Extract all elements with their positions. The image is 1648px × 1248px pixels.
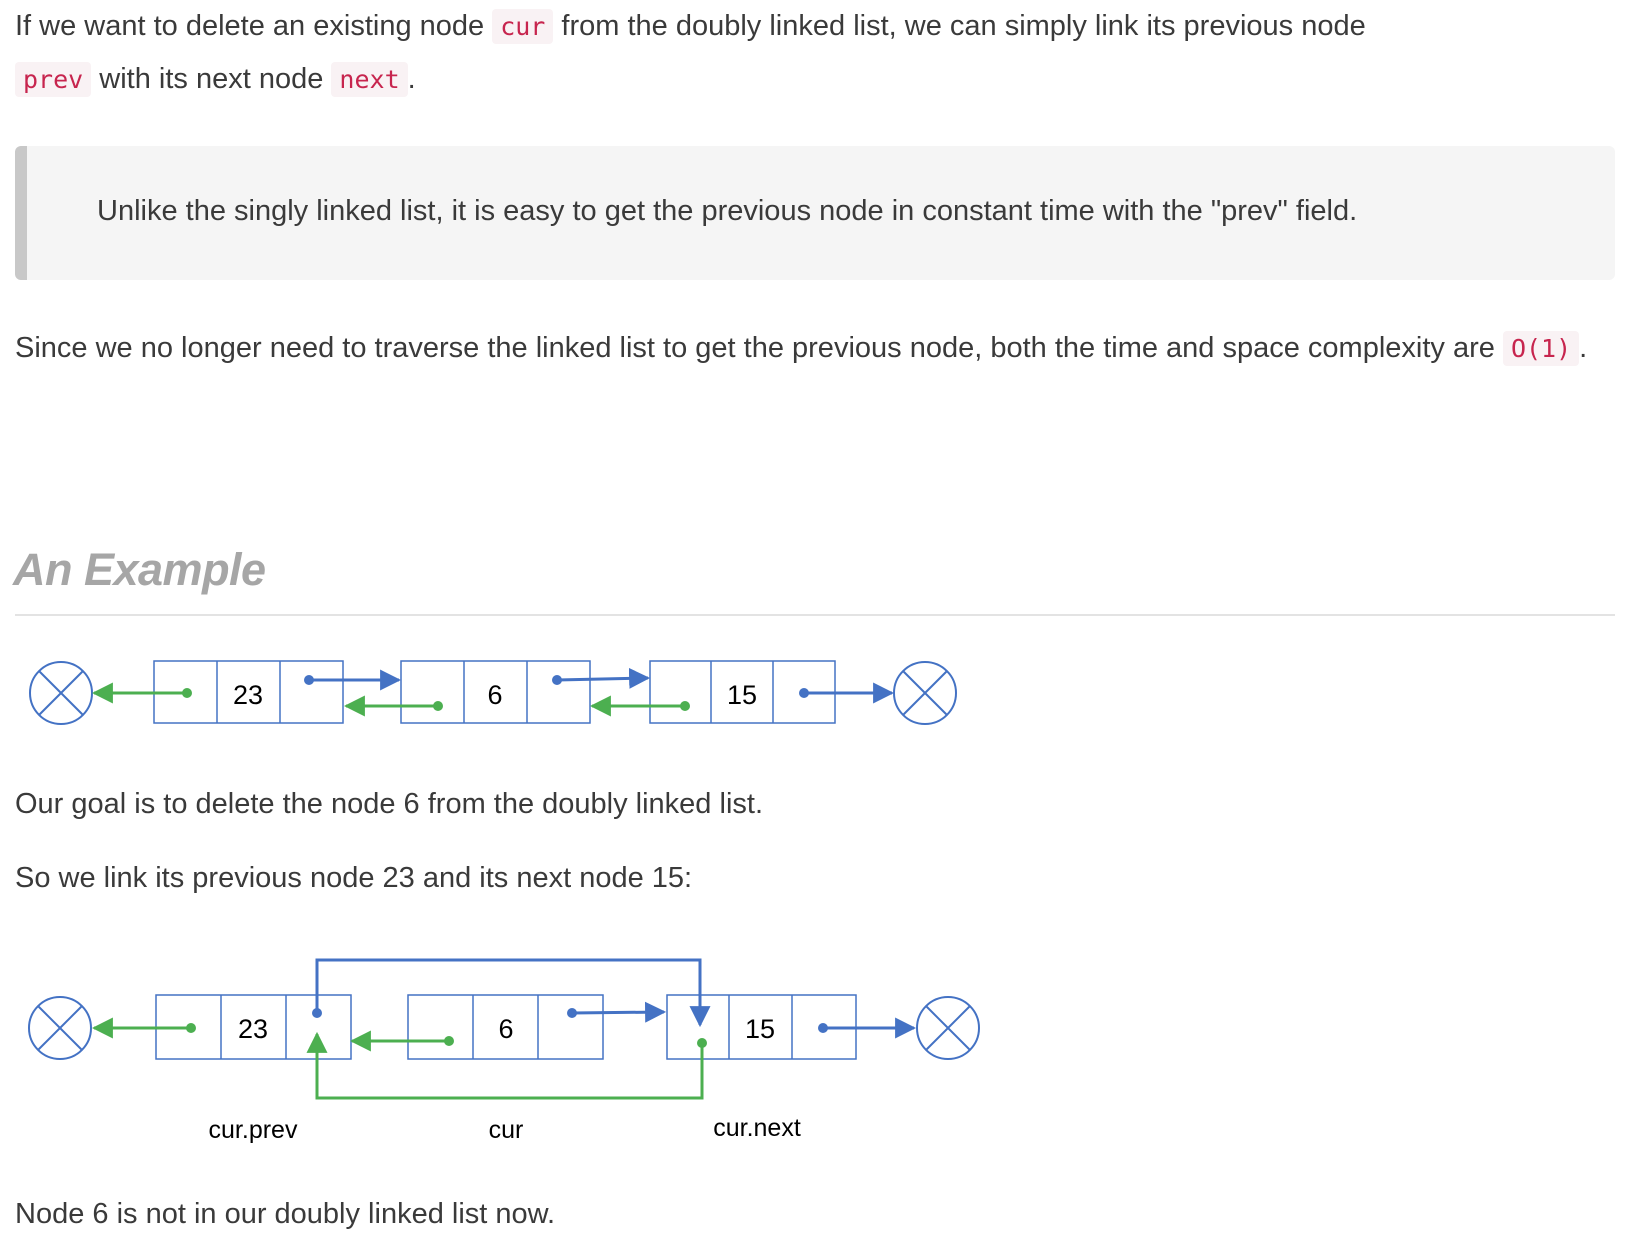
- heading-divider: [15, 614, 1615, 616]
- linked-list-diagram-after: 23 6 15 cur.prev cur cur.next: [28, 958, 980, 1144]
- code-next: next: [331, 62, 408, 97]
- node-value: 6: [498, 1014, 513, 1044]
- callout-text: Unlike the singly linked list, it is eas…: [97, 195, 1358, 227]
- intro-paragraph: If we want to delete an existing node cu…: [15, 0, 1615, 106]
- node-6: [400, 660, 591, 724]
- node-6: [407, 994, 604, 1060]
- intro-text-1: If we want to delete an existing node: [15, 10, 485, 42]
- label-cur-prev: cur.prev: [209, 1116, 298, 1144]
- complexity-paragraph: Since we no longer need to traverse the …: [15, 322, 1640, 375]
- prev-arrows: [91, 682, 690, 717]
- node-value: 23: [233, 680, 263, 710]
- linked-list-diagram-before: 23 6 15: [29, 660, 957, 725]
- label-cur-next: cur.next: [713, 1114, 801, 1142]
- intro-text-3: with its next node: [99, 63, 324, 95]
- null-right-icon: [916, 996, 980, 1060]
- label-cur: cur: [489, 1116, 524, 1144]
- code-o1: O(1): [1502, 331, 1580, 366]
- null-right-icon: [893, 661, 957, 725]
- info-callout: Unlike the singly linked list, it is eas…: [15, 146, 1615, 280]
- intro-text-2: from the doubly linked list, we can simp…: [561, 10, 1366, 42]
- link-text: So we link its previous node 23 and its …: [15, 862, 693, 894]
- code-cur: cur: [492, 9, 554, 44]
- null-left-icon: [28, 996, 92, 1060]
- null-left-icon: [29, 661, 93, 725]
- next-arrows: [312, 958, 917, 1039]
- node-value: 15: [745, 1014, 775, 1044]
- goal-text: Our goal is to delete the node 6 from th…: [15, 788, 763, 820]
- complexity-text: Since we no longer need to traverse the …: [15, 332, 1495, 364]
- code-prev: prev: [15, 62, 92, 97]
- node-value: 15: [727, 680, 757, 710]
- intro-text-4: .: [407, 63, 416, 95]
- example-heading: An Example: [13, 544, 266, 595]
- next-arrows: [304, 667, 895, 704]
- prev-arrows: [91, 1017, 707, 1100]
- node-value: 23: [238, 1014, 268, 1044]
- complexity-period: .: [1579, 332, 1588, 364]
- node-value: 6: [487, 680, 502, 710]
- final-text: Node 6 is not in our doubly linked list …: [15, 1198, 556, 1230]
